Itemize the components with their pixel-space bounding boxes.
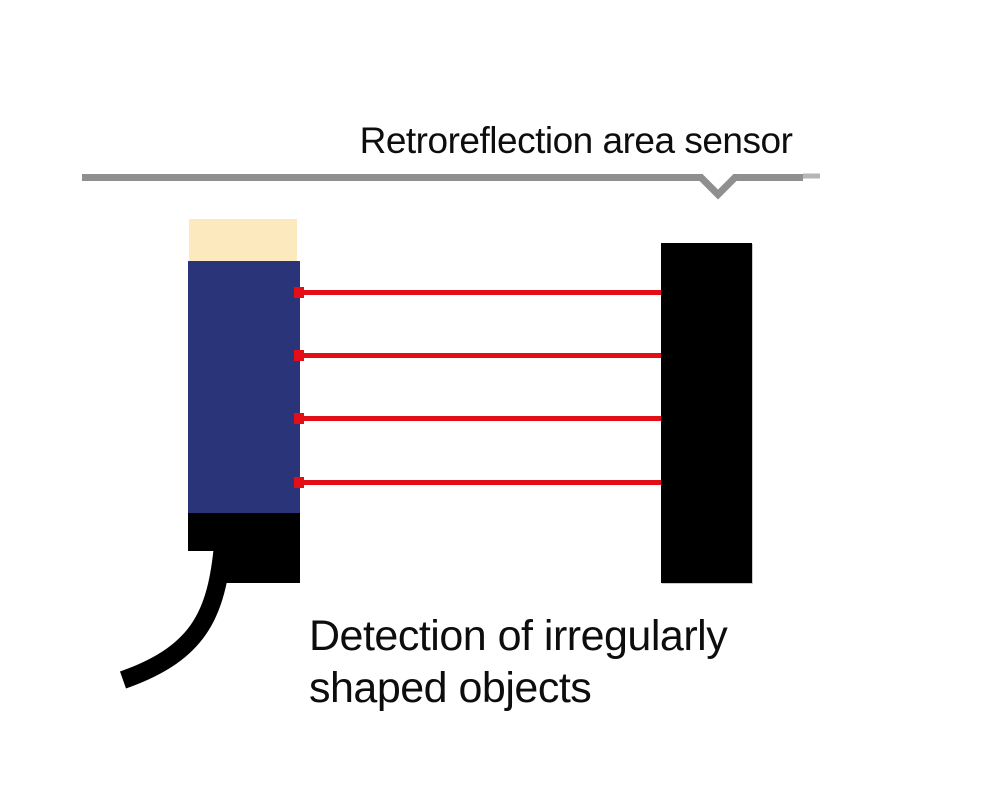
caption-line-1: Detection of irregularly (309, 612, 728, 660)
light-beam-2 (294, 350, 661, 361)
light-beam-4 (294, 477, 661, 488)
sensor-body (188, 261, 300, 513)
light-beam-3 (294, 413, 661, 424)
sensor-base-group (119, 513, 300, 689)
sensor-top-cap (189, 219, 297, 261)
sensor-cable (119, 533, 233, 689)
brace-line (82, 173, 820, 200)
diagram-title: Retroreflection area sensor (359, 120, 793, 161)
retroreflector-panel (661, 243, 752, 583)
caption-line-2: shaped objects (309, 664, 592, 712)
sensor-base (188, 513, 300, 583)
brace-notch-icon (697, 174, 739, 200)
light-beam-1 (294, 287, 661, 298)
caption: Detection of irregularly shaped objects (309, 610, 728, 714)
